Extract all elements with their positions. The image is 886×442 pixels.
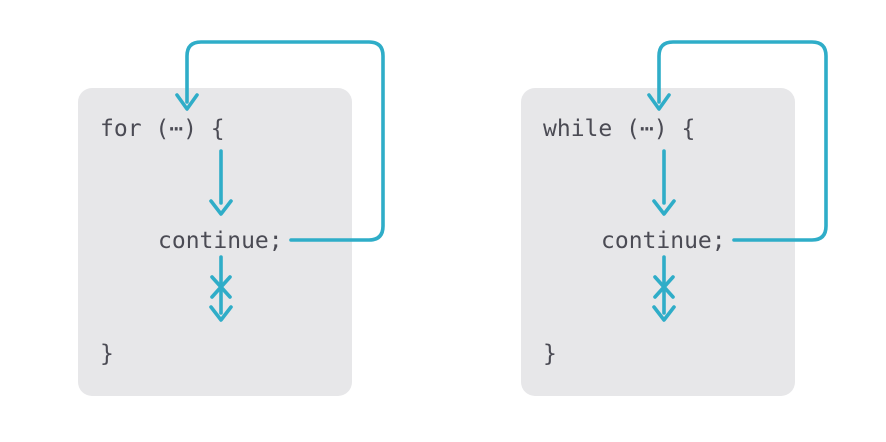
skip-cross-icon xyxy=(653,275,675,299)
closing-brace-code: } xyxy=(100,341,114,367)
skipped-flow-arrowhead-icon xyxy=(652,305,676,322)
code-block-background xyxy=(78,88,352,396)
loop-header-code: for (⋯) { xyxy=(100,116,225,142)
loop-back-arrow xyxy=(657,40,828,242)
closing-brace-code: } xyxy=(543,341,557,367)
loop-back-arrow xyxy=(185,40,385,242)
loop-back-arrowhead-icon xyxy=(647,93,671,111)
loop-header-code: while (⋯) { xyxy=(543,116,695,142)
flow-down-arrowhead-icon xyxy=(652,199,676,216)
code-block-background xyxy=(521,88,795,396)
flow-down-arrowhead-icon xyxy=(209,199,233,216)
skipped-flow-arrowhead-icon xyxy=(209,305,233,322)
continue-statement-code: continue; xyxy=(601,228,726,254)
for-loop-panel: for (⋯) { continue; } xyxy=(78,40,385,396)
while-loop-panel: while (⋯) { continue; } xyxy=(521,40,828,396)
skip-cross-icon xyxy=(210,275,232,299)
continue-statement-code: continue; xyxy=(158,228,283,254)
loop-back-arrowhead-icon xyxy=(175,93,199,111)
